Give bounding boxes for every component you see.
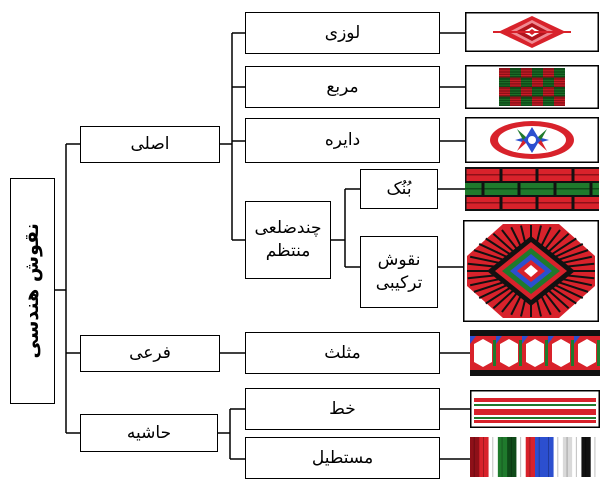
node-secondary: فرعی <box>80 335 220 372</box>
square-pattern-image <box>465 65 599 109</box>
root-node: نقوش هندسی <box>10 178 55 404</box>
node-rectangle: مستطیل <box>245 437 440 479</box>
node-polygon: چندضلعی منتظم <box>245 201 331 279</box>
node-border: حاشیه <box>80 414 218 452</box>
node-lozenge: لوزی <box>245 12 440 54</box>
node-line: خط <box>245 388 440 430</box>
circle-pattern-image <box>465 117 599 163</box>
rectangle-pattern-image <box>470 437 600 477</box>
composite-pattern-image <box>463 220 599 322</box>
triangle-pattern-image <box>470 330 600 376</box>
bonk-pattern-image <box>465 167 599 211</box>
node-circle: دایره <box>245 118 440 163</box>
node-square: مربع <box>245 66 440 108</box>
node-bonk: بُنُک <box>360 169 438 209</box>
node-main: اصلی <box>80 126 220 163</box>
node-composite: نقوش ترکیبی <box>360 236 438 308</box>
line-pattern-image <box>470 390 600 428</box>
root-label: نقوش هندسی <box>20 223 43 359</box>
node-triangle: مثلث <box>245 332 440 374</box>
lozenge-pattern-image <box>465 12 599 52</box>
